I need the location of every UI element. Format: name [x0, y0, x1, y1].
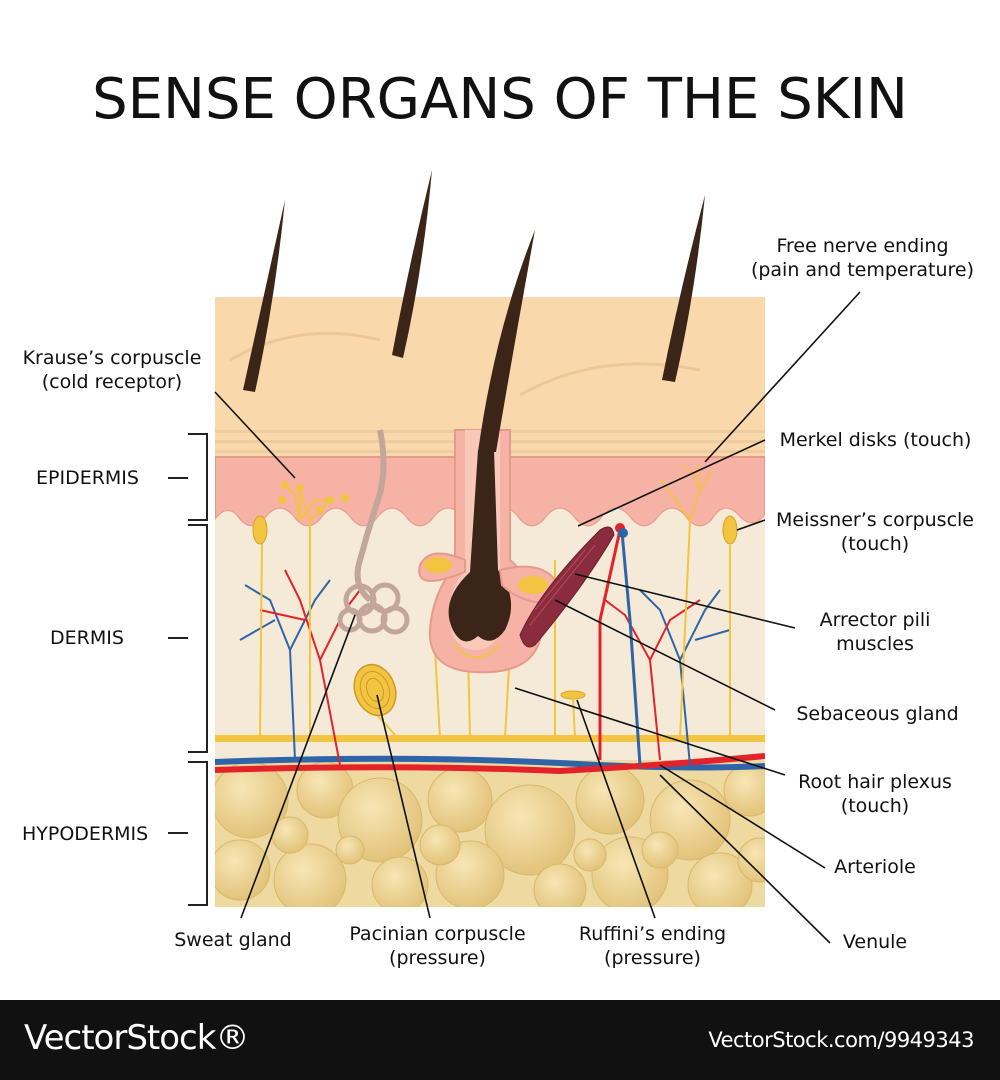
pacinian-corpuscle: [353, 663, 397, 717]
vectorstock-url: VectorStock.com/9949343: [708, 1028, 974, 1052]
hypodermis-label: HYPODERMIS: [22, 823, 149, 845]
venule-vessel: [215, 755, 765, 771]
dermis-label: DERMIS: [50, 627, 124, 649]
nerve-fibers: [259, 489, 731, 739]
capillary-network-right: [604, 589, 731, 766]
sweat-gland-coil: [337, 582, 410, 635]
root-hair-plexus-label: Root hair plexus (touch): [798, 771, 952, 817]
layer-brackets: [168, 433, 208, 906]
footer-bar: VectorStock® VectorStock.com/9949343: [0, 1000, 1000, 1080]
hair-shaft-2: [392, 170, 432, 358]
nerve-to-free-ending: [598, 529, 622, 760]
leader-lines: [214, 291, 861, 944]
sebaceous-gland-label: Sebaceous gland: [796, 703, 959, 725]
sweat-gland-duct: [354, 429, 387, 603]
meissner-corpuscle-left: [252, 515, 268, 545]
arrector-pili-muscle: [519, 526, 615, 648]
epidermis-label: EPIDERMIS: [36, 467, 139, 489]
merkel-disks-label: Merkel disks (touch): [779, 429, 972, 451]
sweat-gland-label: Sweat gland: [174, 929, 292, 951]
skin-cross-section: [168, 170, 861, 944]
free-nerve-endings: [659, 464, 713, 496]
hair-shaft-main: [478, 230, 535, 452]
hair-follicle: [428, 429, 542, 674]
ruffini-ending-label: Ruffini’s ending (pressure): [578, 923, 727, 969]
fat-cells: [215, 761, 765, 907]
nerve-bundle: [215, 735, 765, 742]
hair-shaft-4: [662, 195, 705, 382]
page-title: SENSE ORGANS OF THE SKIN: [92, 67, 908, 132]
vectorstock-logo: VectorStock®: [24, 1018, 249, 1058]
hair-shaft-1: [243, 200, 285, 392]
hair-bulb: [448, 450, 512, 642]
arteriole-label: Arteriole: [834, 856, 916, 878]
krause-corpuscle: [278, 481, 349, 521]
krause-corpuscle-label: Krause’s corpuscle (cold receptor): [22, 347, 202, 393]
arrector-pili-label: Arrector pili muscles: [819, 609, 931, 655]
arteriole-vessel: [215, 753, 765, 775]
pacinian-corpuscle-label: Pacinian corpuscle (pressure): [349, 923, 526, 969]
ruffini-ending: [560, 690, 586, 700]
meissner-corpuscle-right: [722, 515, 738, 545]
venule-label: Venule: [842, 931, 908, 953]
meissner-corpuscle-label: Meissner’s corpuscle (touch): [776, 509, 974, 555]
free-nerve-ending-label: Free nerve ending (pain and temperature): [750, 235, 975, 281]
